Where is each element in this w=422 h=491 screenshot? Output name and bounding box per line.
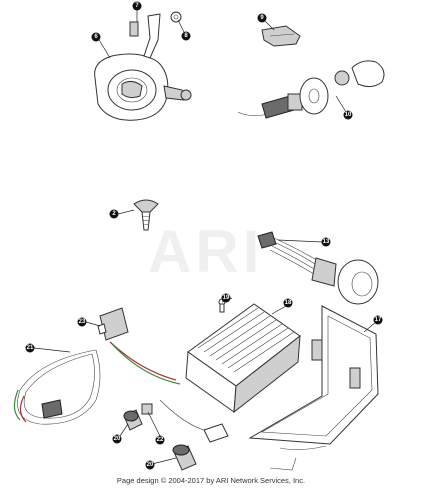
svg-text:21: 21 (27, 345, 34, 351)
cable-21 (13, 307, 215, 433)
horn-assembly (94, 11, 192, 121)
svg-text:6: 6 (94, 34, 98, 40)
svg-text:10: 10 (345, 112, 352, 118)
svg-text:22: 22 (157, 437, 164, 443)
callout-23: 23 (77, 317, 87, 327)
callout-8: 8 (181, 31, 191, 41)
callout-20-lower: 20 (145, 460, 155, 470)
svg-text:20: 20 (147, 462, 154, 468)
svg-text:23: 23 (79, 319, 86, 325)
svg-text:13: 13 (323, 239, 330, 245)
small-parts (97, 323, 229, 471)
svg-text:8: 8 (184, 33, 188, 39)
svg-text:17: 17 (375, 317, 382, 323)
bracket-17 (248, 305, 379, 471)
svg-text:19: 19 (223, 295, 230, 301)
svg-text:18: 18 (285, 300, 292, 306)
svg-text:20: 20 (114, 436, 121, 442)
controller-box-18 (185, 298, 301, 414)
callout-18: 18 (283, 298, 293, 308)
callout-20-upper: 20 (112, 434, 122, 444)
svg-text:9: 9 (260, 15, 264, 21)
callout-19: 19 (221, 293, 231, 303)
svg-text:7: 7 (135, 3, 139, 9)
callout-7: 7 (132, 1, 142, 11)
callout-22: 22 (155, 435, 165, 445)
copyright-footer: Page design © 2004-2017 by ARI Network S… (116, 476, 306, 485)
callout-21: 21 (25, 343, 35, 353)
callout-10: 10 (343, 110, 353, 120)
svg-text:2: 2 (112, 211, 116, 217)
screw-2 (133, 199, 159, 231)
callout-17: 17 (373, 315, 383, 325)
leader-lines (33, 10, 377, 465)
switch-assembly (237, 25, 385, 119)
harness-13 (257, 231, 379, 305)
callout-13: 13 (321, 237, 331, 247)
callout-9: 9 (257, 13, 267, 23)
callout-2: 2 (109, 209, 119, 219)
callout-6: 6 (91, 32, 101, 42)
ari-watermark: ARI (148, 218, 263, 285)
